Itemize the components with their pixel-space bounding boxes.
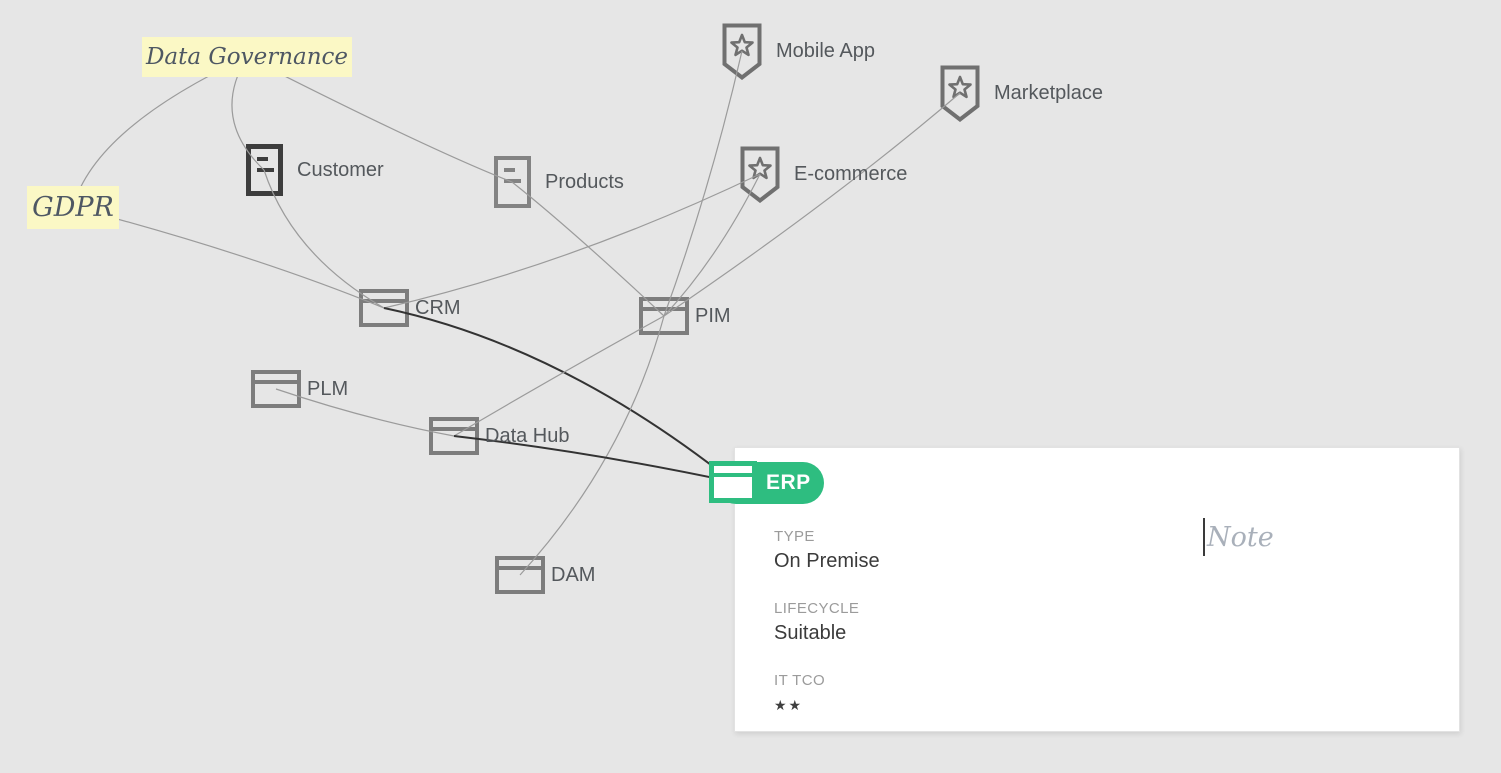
sticky-note-data-governance[interactable]: Data Governance bbox=[142, 37, 352, 77]
field-it-tco: IT TCO ★★ bbox=[774, 671, 1459, 714]
node-label-dam: DAM bbox=[551, 564, 596, 586]
note-input[interactable]: Note bbox=[1203, 518, 1274, 556]
node-label-crm: CRM bbox=[415, 297, 461, 319]
field-lifecycle-value: Suitable bbox=[774, 622, 847, 644]
note-placeholder: Note bbox=[1207, 521, 1274, 553]
edge-pim-e-commerce[interactable] bbox=[663, 173, 761, 317]
edge-customer-crm[interactable] bbox=[263, 169, 385, 309]
edge-pim-data-hub[interactable] bbox=[453, 315, 665, 437]
edge-crm-e-commerce[interactable] bbox=[383, 173, 761, 309]
node-label-customer: Customer bbox=[297, 159, 384, 181]
node-label-plm: PLM bbox=[307, 378, 349, 400]
edge-pim-marketplace[interactable] bbox=[663, 92, 961, 317]
edge-gdpr-crm[interactable] bbox=[72, 206, 385, 309]
field-lifecycle-label: LIFECYCLE bbox=[774, 600, 860, 617]
edge-products-pim[interactable] bbox=[511, 181, 665, 317]
edge-data-governance-gdpr[interactable] bbox=[72, 56, 248, 208]
node-label-pim: PIM bbox=[695, 305, 731, 327]
field-lifecycle: LIFECYCLE Suitable bbox=[774, 599, 1459, 647]
edge-data-hub-erp[interactable] bbox=[453, 435, 734, 483]
sticky-note-gdpr[interactable]: GDPR bbox=[27, 185, 119, 229]
node-label-data-hub: Data Hub bbox=[485, 425, 570, 447]
text-caret-icon bbox=[1203, 518, 1205, 556]
details-panel: TYPE On Premise LIFECYCLE Suitable IT TC… bbox=[734, 447, 1460, 732]
node-label-products: Products bbox=[545, 171, 624, 193]
app-icon-erp[interactable] bbox=[709, 461, 757, 503]
edge-crm-erp[interactable] bbox=[383, 307, 734, 483]
app-icon-data-hub[interactable] bbox=[429, 417, 479, 455]
node-label-mobile-app: Mobile App bbox=[776, 40, 875, 62]
field-it-tco-value: ★★ bbox=[774, 697, 804, 713]
field-it-tco-label: IT TCO bbox=[774, 672, 826, 689]
edge-data-governance-products[interactable] bbox=[246, 56, 513, 183]
field-type-label: TYPE bbox=[774, 528, 815, 545]
edge-plm-data-hub[interactable] bbox=[275, 388, 455, 437]
field-type: TYPE On Premise bbox=[774, 527, 1459, 575]
node-label-e-commerce: E-commerce bbox=[794, 163, 908, 185]
node-label-marketplace: Marketplace bbox=[994, 82, 1103, 104]
field-type-value: On Premise bbox=[774, 550, 880, 572]
edge-pim-dam[interactable] bbox=[519, 315, 665, 576]
edge-pim-mobile-app[interactable] bbox=[663, 50, 743, 317]
